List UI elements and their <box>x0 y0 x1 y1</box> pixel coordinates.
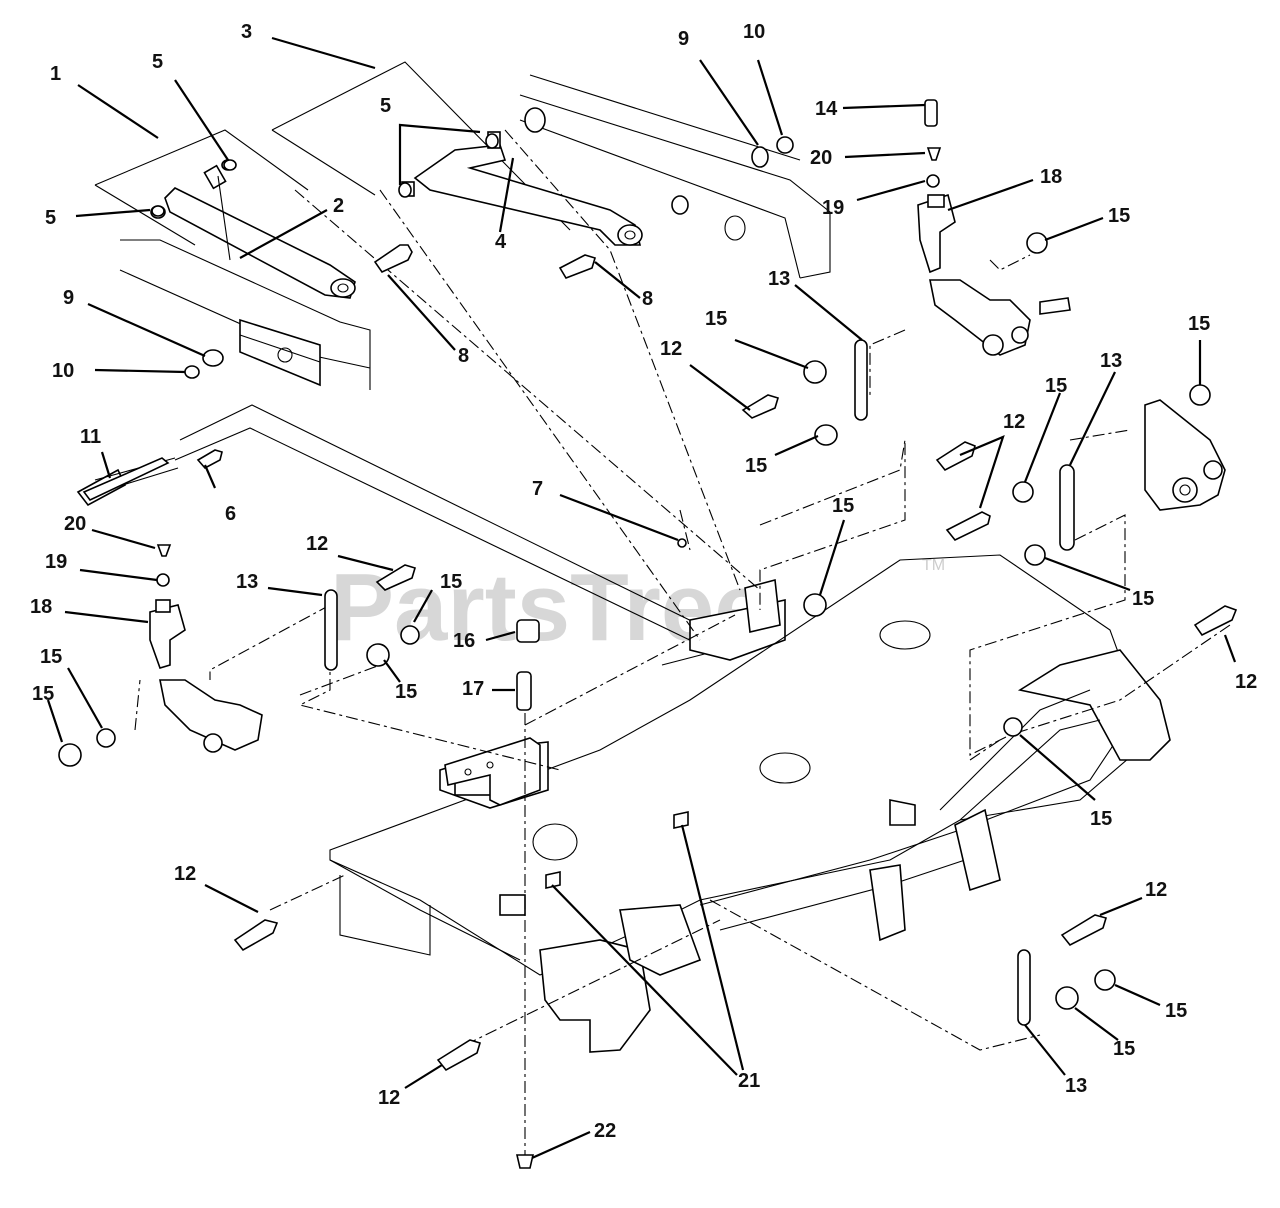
callout-9: 9 <box>63 287 74 309</box>
callout-2: 2 <box>333 195 344 217</box>
callout-20: 20 <box>64 513 86 535</box>
callout-15: 15 <box>32 683 54 705</box>
hanger-bracket-right <box>917 193 1071 356</box>
leader-lines <box>46 36 1237 1160</box>
callout-5: 5 <box>380 95 391 117</box>
callout-18: 18 <box>30 596 52 618</box>
callout-15: 15 <box>1108 205 1130 227</box>
callout-1: 1 <box>50 63 61 85</box>
callout-12: 12 <box>306 533 328 555</box>
callout-15: 15 <box>440 571 462 593</box>
assembly-bracket-lines <box>94 61 571 246</box>
callout-12: 12 <box>174 863 196 885</box>
callout-4: 4 <box>495 231 507 253</box>
callout-11: 11 <box>80 426 101 448</box>
callout-7: 7 <box>532 478 543 500</box>
callout-15: 15 <box>745 455 767 477</box>
callout-13: 13 <box>1065 1075 1087 1097</box>
hardware <box>58 99 1238 1169</box>
callout-17: 17 <box>462 678 484 700</box>
callout-3: 3 <box>241 21 252 43</box>
callout-15: 15 <box>1045 375 1067 397</box>
callout-6: 6 <box>225 503 236 525</box>
callout-13: 13 <box>1100 350 1122 372</box>
callout-12: 12 <box>1235 671 1257 693</box>
callout-15: 15 <box>1188 313 1210 335</box>
frame-rail-right <box>519 74 831 279</box>
hanger-bracket-left <box>149 599 263 753</box>
callout-10: 10 <box>52 360 74 382</box>
callout-15: 15 <box>40 646 62 668</box>
callout-12: 12 <box>1145 879 1167 901</box>
callout-12: 12 <box>1003 411 1025 433</box>
callout-15: 15 <box>395 681 417 703</box>
callout-5: 5 <box>45 207 56 229</box>
callout-14: 14 <box>815 98 838 120</box>
watermark-tm: TM <box>922 557 945 574</box>
front-hitch <box>499 864 906 1053</box>
callout-13: 13 <box>768 268 790 290</box>
center-mount-bracket <box>444 737 541 806</box>
callout-labels: 1 5 3 5 5 2 4 9 10 14 20 19 18 15 8 8 13… <box>30 21 1257 1142</box>
callout-22: 22 <box>594 1120 616 1142</box>
callout-10: 10 <box>743 21 765 43</box>
callout-15: 15 <box>1090 808 1112 830</box>
callout-19: 19 <box>822 197 844 219</box>
lift-arm-left <box>150 159 356 299</box>
frame-rail-left <box>119 239 371 390</box>
callout-8: 8 <box>642 288 653 310</box>
callout-15: 15 <box>1113 1038 1135 1060</box>
callout-18: 18 <box>1040 166 1062 188</box>
callout-21: 21 <box>738 1070 760 1092</box>
callout-19: 19 <box>45 551 67 573</box>
callout-12: 12 <box>378 1087 400 1109</box>
callout-15: 15 <box>1165 1000 1187 1022</box>
callout-9: 9 <box>678 28 689 50</box>
callout-13: 13 <box>236 571 258 593</box>
callout-15: 15 <box>832 495 854 517</box>
pivot-plate-right <box>1144 399 1226 511</box>
callout-20: 20 <box>810 147 832 169</box>
callout-15: 15 <box>1132 588 1154 610</box>
callout-8: 8 <box>458 345 469 367</box>
callout-5: 5 <box>152 51 163 73</box>
callout-16: 16 <box>453 630 475 652</box>
callout-15: 15 <box>705 308 727 330</box>
callout-12: 12 <box>660 338 682 360</box>
deck-mount-bracket <box>689 578 786 661</box>
